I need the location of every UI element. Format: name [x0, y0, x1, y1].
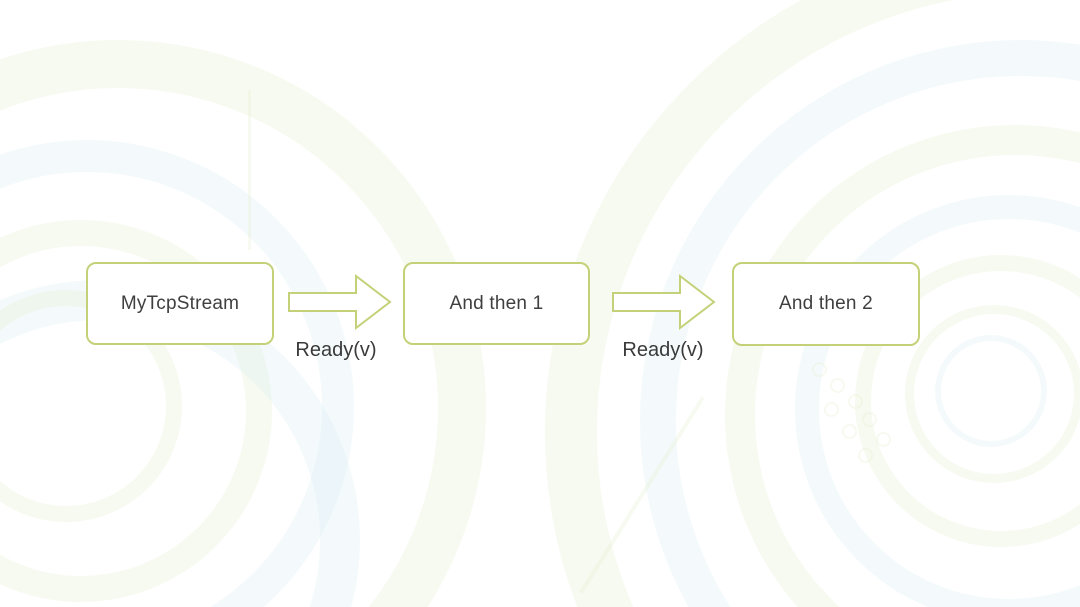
background-ring — [905, 305, 1080, 483]
background-streak — [579, 396, 705, 594]
node-label: MyTcpStream — [120, 292, 240, 314]
background-dot — [858, 448, 873, 463]
background-ring — [795, 195, 1080, 607]
node-and-then-2: And then 2 — [732, 262, 920, 346]
background-dot — [830, 378, 845, 393]
background-ring — [935, 335, 1047, 447]
background-streak — [248, 90, 251, 250]
node-label: And then 1 — [449, 292, 544, 314]
background-dot — [812, 362, 827, 377]
node-label: And then 2 — [779, 293, 873, 314]
node-and-then-1: And then 1 — [403, 262, 590, 345]
background-dot — [862, 412, 877, 427]
flow-arrow-icon — [612, 273, 716, 331]
background-ring — [725, 125, 1080, 607]
background-dot — [876, 432, 891, 447]
edge-label-ready: Ready(v) — [295, 339, 377, 361]
flow-arrow-icon — [288, 273, 392, 331]
background-dot — [842, 424, 857, 439]
node-mytcpstream: MyTcpStream — [86, 262, 274, 345]
background-dot — [824, 402, 839, 417]
edge-label-ready: Ready(v) — [622, 339, 704, 361]
background-dot — [848, 394, 863, 409]
background-ring — [0, 140, 354, 607]
